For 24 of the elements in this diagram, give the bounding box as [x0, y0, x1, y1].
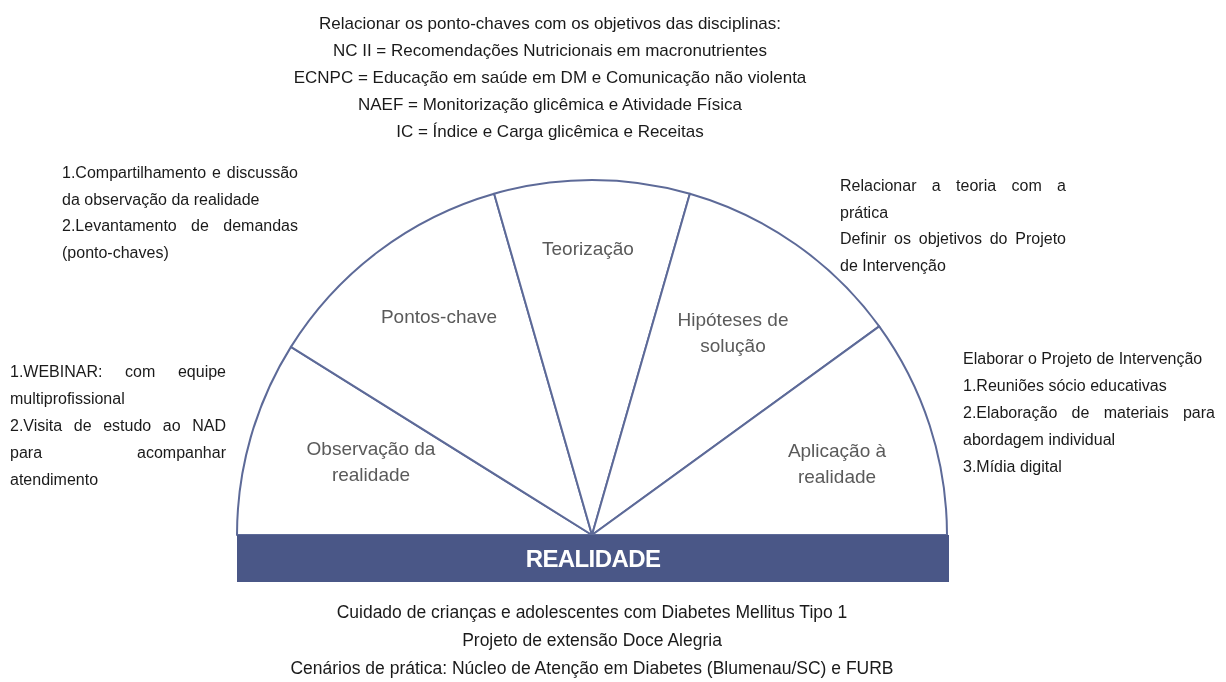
annotation-text: Cenários de prática: Núcleo de Atenção em Diabetes (Blumenau/SC) e FURB	[290, 657, 894, 680]
annotation-text: 1.Reuniões sócio educativas	[963, 376, 1168, 396]
annotation-text: Relacionar a teoria com a prática	[840, 176, 1066, 223]
annotation-text: Relacionar os ponto-chaves com os objetivos das disciplinas:	[318, 13, 782, 35]
sector-label: Hipóteses de solução	[676, 308, 790, 358]
annotation-text: 2.Elaboração de materiais para abordagem individual	[963, 403, 1215, 450]
sector-label: Aplicação à realidade	[786, 439, 888, 489]
annotation-text: Projeto de extensão Doce Alegria	[462, 629, 722, 652]
annotation-text: IC = Índice e Carga glicêmica e Receitas	[396, 121, 704, 143]
annotation-text: ECNPC = Educação em saúde em DM e Comunicação não violenta	[293, 67, 807, 89]
base-bar: REALIDADE	[237, 535, 949, 582]
annotation-text: NC II = Recomendações Nutricionais em macronutrientes	[332, 40, 768, 62]
annotation-text: Elaborar o Projeto de Intervenção	[963, 349, 1204, 369]
sector-label: Teorização	[541, 237, 635, 261]
annotation-text: NAEF = Monitorização glicêmica e Atividade Física	[357, 94, 743, 116]
annotation-text: 2.Visita de estudo ao NAD para acompanhar atendimento	[10, 416, 226, 490]
annotation-text: 1.Compartilhamento e discussão da observação da realidade	[62, 163, 298, 210]
annotation-text: Definir os objetivos do Projeto de Intervenção	[840, 229, 1066, 276]
annotation-text: 1.WEBINAR: com equipe multiprofissional	[10, 362, 226, 409]
annotation-text: Cuidado de crianças e adolescentes com Diabetes Mellitus Tipo 1	[336, 601, 848, 624]
sector-label: Observação da realidade	[306, 437, 436, 487]
annotation-text: 3.Mídia digital	[963, 457, 1063, 477]
sector-label: Pontos-chave	[379, 305, 499, 329]
annotation-text: 2.Levantamento de demandas (ponto-chaves)	[62, 216, 298, 263]
